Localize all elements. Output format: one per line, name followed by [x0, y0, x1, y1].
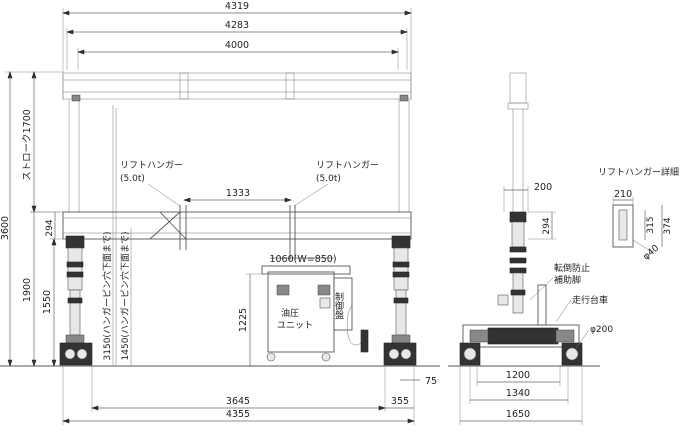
side-beam-height-value: 294 — [542, 217, 552, 234]
dim-lower-height: 1550 — [42, 238, 66, 367]
dim-bottom: 3645 355 4355 75 — [62, 366, 437, 425]
column-travel — [68, 100, 410, 365]
pin-labels: 3150(ハンガーピン穴下面まで) 1450(ハンガーピン穴下面まで) — [101, 228, 132, 365]
dim-hanger-spacing: 1333 — [183, 188, 292, 203]
detail-h1-value: 315 — [646, 216, 656, 233]
pin-low-label: 1450(ハンガーピン穴下面まで) — [119, 232, 131, 361]
dim-top-inner-value: 4000 — [225, 40, 249, 51]
dim-bottom-total-value: 4355 — [226, 409, 250, 420]
dim-top-mid-value: 4283 — [225, 20, 249, 31]
hydraulic-unit-label-1: 油圧 — [281, 307, 299, 319]
detail-width-value: 210 — [614, 189, 632, 200]
dim-total-height-value: 3600 — [0, 216, 11, 240]
dim-beam-height-value: 294 — [45, 219, 55, 236]
svg-text:(5.0t): (5.0t) — [120, 174, 145, 184]
main-beam — [62, 205, 412, 260]
hydraulic-unit-label-2: ユニット — [277, 321, 313, 331]
dim-bottom-span-value: 3645 — [226, 396, 250, 407]
detail-dia-value: φ40 — [642, 243, 662, 262]
dim-column-height: 1900 — [22, 211, 60, 367]
dim-top-outer-value: 4319 — [225, 1, 249, 12]
dim-right-offset-value: 355 — [391, 396, 409, 407]
hydraulic-unit: 1060(W=850) 油圧 ユニット 制御盤 1225 — [238, 254, 369, 366]
dim-lower-height-value: 1550 — [42, 290, 53, 314]
dim-top-inner: 4000 — [77, 40, 399, 70]
dim-column-height-value: 1900 — [22, 278, 33, 302]
dim-unit-height-value: 1225 — [238, 308, 249, 332]
side-mid-value: 1340 — [506, 388, 530, 399]
pin-high-label: 3150(ハンガーピン穴下面まで) — [101, 232, 113, 361]
left-column — [59, 235, 93, 366]
dim-top-mid: 4283 — [66, 20, 408, 70]
unit-size-label: 1060(W=850) — [269, 254, 336, 265]
svg-text:リフトハンガー: リフトハンガー — [316, 160, 379, 171]
dim-beam-height: 294 — [45, 212, 56, 239]
svg-text:(5.0t): (5.0t) — [316, 174, 341, 184]
dim-total-height: 3600 — [0, 71, 63, 367]
detail-h2-value: 374 — [663, 217, 673, 234]
hanger-left-label: リフトハンガー (5.0t) — [120, 160, 183, 207]
dim-top-outer: 4319 — [62, 1, 412, 100]
side-view: 200 294 転倒防止 補助脚 走行台車 φ200 1200 — [448, 72, 613, 425]
dim-right-small-value: 75 — [425, 376, 437, 387]
dim-hanger-spacing-value: 1333 — [226, 188, 250, 199]
control-panel-label: 制御盤 — [333, 291, 344, 319]
svg-text:リフトハンガー: リフトハンガー — [120, 160, 183, 171]
travel-truck-label: 走行台車 — [572, 294, 608, 306]
side-top-width-value: 200 — [534, 182, 552, 193]
side-inner-value: 1200 — [506, 370, 530, 381]
anti-tip-label-2: 補助脚 — [554, 274, 581, 286]
upper-frame — [62, 72, 412, 102]
hanger-right-label: リフトハンガー (5.0t) — [293, 160, 379, 207]
anti-tip-label-1: 転倒防止 — [554, 262, 590, 274]
hanger-detail: リフトハンガー詳細 210 315 374 φ40 — [598, 166, 679, 262]
dim-stroke: ストローク1700 — [22, 71, 63, 213]
side-wheel-dia-value: φ200 — [590, 325, 613, 335]
hanger-detail-title: リフトハンガー詳細 — [598, 166, 679, 178]
dim-stroke-value: ストローク1700 — [22, 109, 33, 181]
right-column — [383, 235, 417, 366]
side-outer-value: 1650 — [506, 409, 530, 420]
